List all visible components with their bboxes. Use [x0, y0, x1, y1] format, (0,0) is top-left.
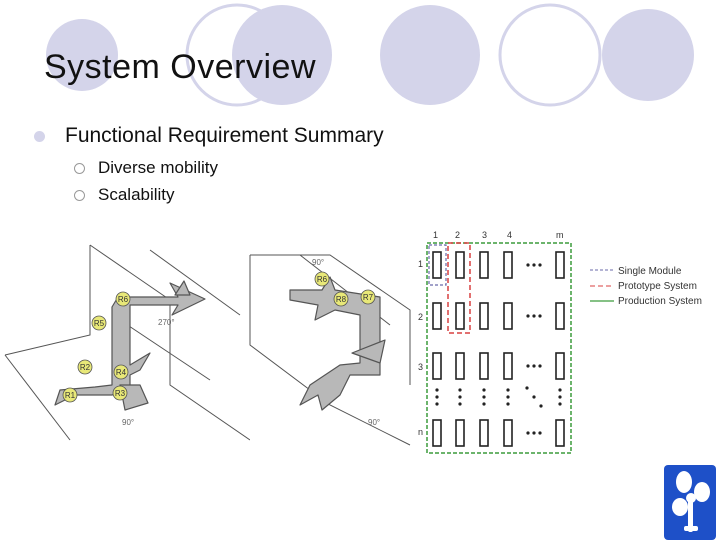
logo-icon [664, 465, 716, 540]
module-grid: 1 2 3 4 m 1 2 3 n [418, 230, 572, 454]
robot-label: R2 [80, 363, 91, 372]
single-module-boundary [428, 244, 447, 286]
sub-bullet-text: Diverse mobility [98, 158, 218, 177]
sub-bullet-ring-icon [74, 189, 85, 201]
grid-col-label: m [556, 230, 564, 240]
sub-bullet-text: Scalability [98, 185, 175, 204]
sub-bullet-2: Scalability [74, 185, 175, 205]
legend: Single Module Prototype System Productio… [590, 266, 702, 307]
sub-bullet-ring-icon [74, 162, 85, 174]
grid-row-label: 3 [418, 362, 423, 372]
grid-row-label: n [418, 427, 423, 437]
robot-label: R5 [94, 319, 105, 328]
robot-label: R7 [363, 293, 374, 302]
slide-title: System Overview [44, 48, 316, 86]
angle-label: 270° [158, 318, 175, 327]
bullet-main: Functional Requirement Summary [34, 124, 384, 148]
grid-col-label: 4 [507, 230, 512, 240]
figure-stair-left: R1 R2 R3 R4 R5 R6 270° 90° [4, 244, 250, 441]
grid-col-label: 1 [433, 230, 438, 240]
robot-label: R6 [118, 295, 129, 304]
angle-label: 90° [368, 418, 380, 427]
legend-item-single: Single Module [618, 266, 682, 277]
robot-label: R4 [116, 368, 127, 377]
legend-item-prototype: Prototype System [618, 281, 697, 292]
bullet-dot-icon [34, 130, 45, 142]
sub-bullet-1: Diverse mobility [74, 158, 218, 178]
robot-label: R3 [115, 389, 126, 398]
prototype-boundary [447, 242, 471, 334]
bullet-main-text: Functional Requirement Summary [65, 124, 384, 147]
robot-label: R8 [336, 295, 347, 304]
grid-col-label: 3 [482, 230, 487, 240]
grid-row-label: 2 [418, 312, 423, 322]
angle-label: 90° [122, 418, 134, 427]
angle-label: 90° [312, 258, 324, 267]
grid-col-label: 2 [455, 230, 460, 240]
production-boundary [426, 242, 572, 454]
robot-label: R6 [317, 275, 328, 284]
figure-stair-middle: R6 R7 R8 90° 90° [249, 254, 411, 446]
grid-row-label: 1 [418, 259, 423, 269]
legend-item-production: Production System [618, 296, 702, 307]
robot-label: R1 [65, 391, 76, 400]
